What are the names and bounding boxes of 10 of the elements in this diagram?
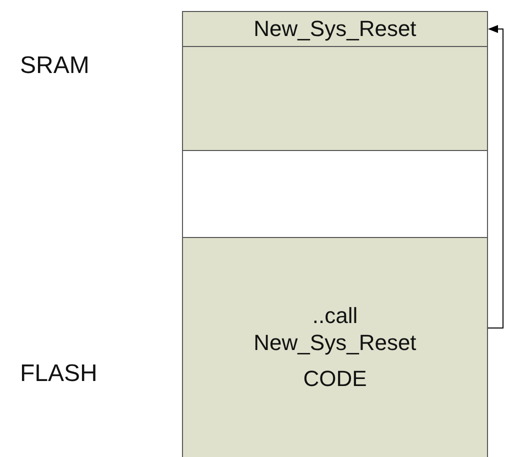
- memory-region: [182, 46, 488, 151]
- memory-region: [182, 11, 488, 47]
- function-name: New_Sys_Reset: [254, 16, 416, 42]
- memory-type-label: SRAM: [20, 52, 90, 80]
- function-name: ..call New_Sys_Reset: [252, 303, 418, 356]
- region-label: CODE: [303, 366, 367, 393]
- arrow: [488, 25, 504, 328]
- memory-type-label: FLASH: [20, 360, 98, 388]
- memory-region: [182, 237, 488, 457]
- memory-region: [182, 150, 488, 238]
